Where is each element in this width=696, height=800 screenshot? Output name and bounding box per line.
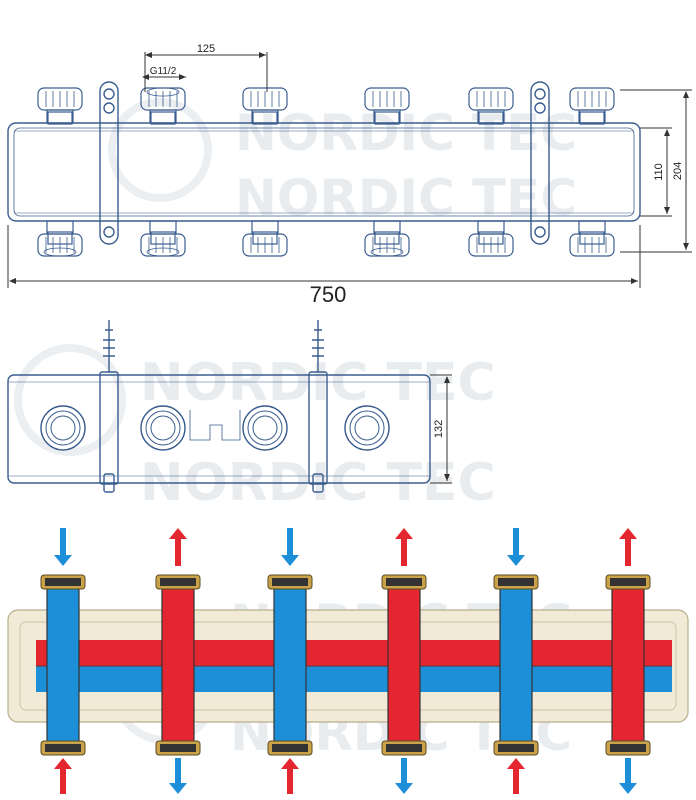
return-channel bbox=[36, 666, 672, 692]
side-view bbox=[7, 320, 431, 493]
flow-arrow-up-icon bbox=[619, 528, 637, 539]
side-port-inner bbox=[354, 415, 380, 441]
side-body-outline bbox=[7, 374, 431, 484]
dim-depth: 132 bbox=[433, 420, 445, 438]
connector-neck bbox=[46, 220, 74, 235]
flow-arrow-up-icon bbox=[54, 758, 72, 769]
fitting-gasket-bottom bbox=[160, 744, 196, 752]
connector-nut bbox=[140, 231, 186, 257]
side-bracket bbox=[308, 320, 328, 493]
fitting-gasket-bottom bbox=[45, 744, 81, 752]
side-ports bbox=[40, 405, 390, 451]
connector-nut bbox=[569, 231, 615, 257]
connector-nut bbox=[242, 231, 288, 257]
connector-neck bbox=[373, 220, 401, 235]
flow-view bbox=[7, 528, 689, 794]
dim-inner-height: 110 bbox=[653, 163, 665, 181]
fitting-gasket-bottom bbox=[386, 744, 422, 752]
connector-neck bbox=[477, 220, 505, 235]
side-port-outer bbox=[40, 405, 86, 451]
manifold-body-outline bbox=[7, 122, 641, 222]
connector-nut bbox=[37, 87, 83, 125]
flow-arrow-down-icon bbox=[54, 555, 72, 566]
connector-neck bbox=[578, 220, 606, 235]
return-branch bbox=[273, 584, 307, 746]
dim-length: 750 bbox=[310, 282, 347, 307]
connector-neck bbox=[149, 220, 177, 235]
insulation-inner-edge bbox=[19, 621, 677, 711]
connector-neck bbox=[373, 109, 401, 124]
flow-arrow-down-icon bbox=[507, 555, 525, 566]
dim-spacing: 125 bbox=[197, 43, 215, 55]
side-port-ring bbox=[247, 410, 283, 446]
flow-arrow-down-icon bbox=[281, 555, 299, 566]
flow-arrow-down-icon bbox=[169, 783, 187, 794]
return-branch bbox=[46, 584, 80, 746]
connector-neck bbox=[477, 109, 505, 124]
connector-nut bbox=[364, 231, 410, 257]
flow-arrow-up-icon bbox=[169, 528, 187, 539]
connector-neck bbox=[578, 109, 606, 124]
side-view-dimensions bbox=[430, 374, 452, 484]
supply-channel bbox=[36, 640, 672, 666]
connector-nut bbox=[569, 87, 615, 125]
supply-branch bbox=[387, 584, 421, 746]
fitting-gasket-bottom bbox=[610, 744, 646, 752]
side-port-outer bbox=[344, 405, 390, 451]
flow-arrow-up-icon bbox=[507, 758, 525, 769]
dim-thread: G11/2 bbox=[150, 66, 177, 77]
side-port-inner bbox=[50, 415, 76, 441]
top-view-connectors bbox=[37, 87, 615, 257]
connector-neck bbox=[46, 109, 74, 124]
fitting-gasket-bottom bbox=[498, 744, 534, 752]
watermark-text: NORDIC TEC bbox=[235, 169, 577, 227]
side-port-outer bbox=[140, 405, 186, 451]
side-port-ring bbox=[145, 410, 181, 446]
return-branch bbox=[499, 584, 533, 746]
fitting-gasket-top bbox=[498, 578, 534, 586]
fitting-gasket-bottom bbox=[272, 744, 308, 752]
mounting-bracket bbox=[99, 81, 119, 245]
dim-total-height: 204 bbox=[672, 162, 684, 180]
top-view bbox=[7, 81, 641, 245]
fitting-gasket-top bbox=[386, 578, 422, 586]
fitting-gasket-top bbox=[45, 578, 81, 586]
side-port-ring bbox=[349, 410, 385, 446]
watermark-text: NORDIC TEC bbox=[235, 104, 577, 162]
supply-branch bbox=[611, 584, 645, 746]
supply-branch bbox=[161, 584, 195, 746]
flow-arrow-down-icon bbox=[619, 783, 637, 794]
connector-neck bbox=[149, 109, 177, 124]
side-port-inner bbox=[150, 415, 176, 441]
connector-nut bbox=[468, 231, 514, 257]
side-port-ring bbox=[45, 410, 81, 446]
connector-neck bbox=[251, 109, 279, 124]
side-port-inner bbox=[252, 415, 278, 441]
flow-arrow-up-icon bbox=[395, 528, 413, 539]
side-port-outer bbox=[242, 405, 288, 451]
fitting-gasket-top bbox=[610, 578, 646, 586]
fitting-gasket-top bbox=[272, 578, 308, 586]
connector-neck bbox=[251, 220, 279, 235]
side-bracket bbox=[99, 320, 119, 493]
top-view-dimensions bbox=[7, 52, 692, 288]
fitting-gasket-top bbox=[160, 578, 196, 586]
connector-nut bbox=[37, 231, 83, 257]
mounting-bracket bbox=[530, 81, 550, 245]
flow-arrow-up-icon bbox=[281, 758, 299, 769]
flow-arrow-down-icon bbox=[395, 783, 413, 794]
